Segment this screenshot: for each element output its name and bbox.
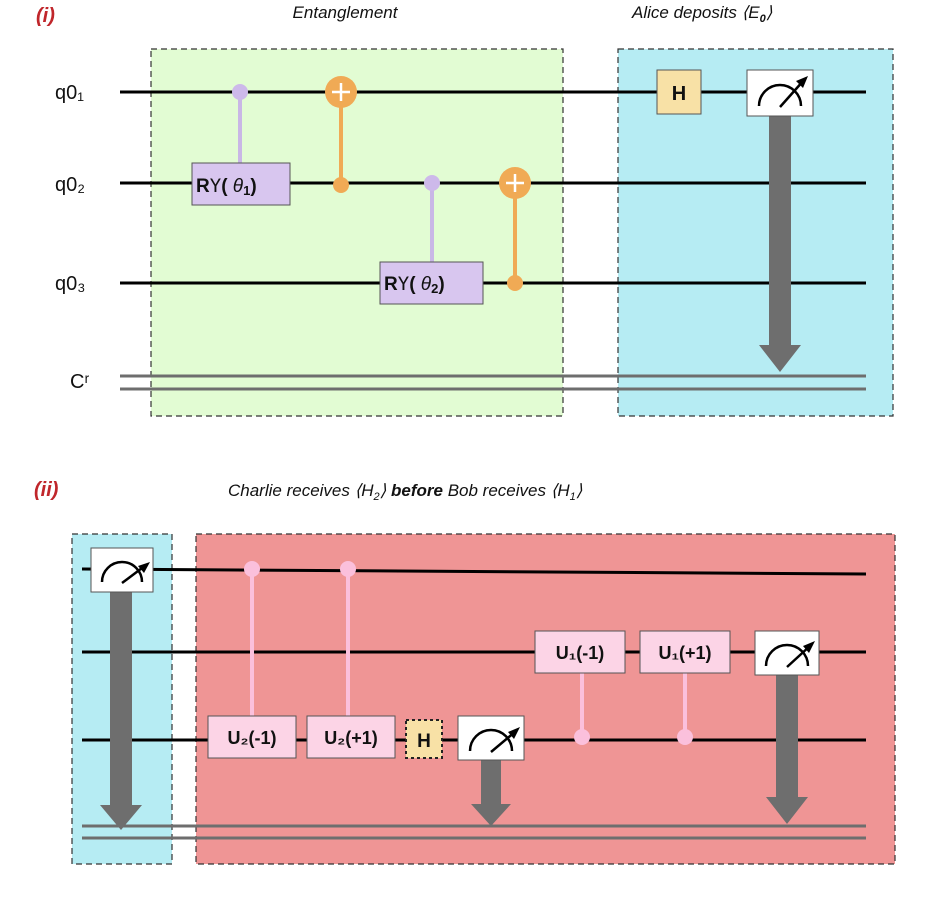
alice-h-gate[interactable] — [656, 69, 702, 115]
u1-plus-control-dot — [677, 729, 693, 745]
alice-h-gate-label: H — [672, 83, 686, 105]
alice-measure-arrow-shaft — [769, 108, 791, 348]
charlie-h-gate-label: H — [417, 731, 431, 752]
qubit-label-2: q0₂ — [55, 174, 85, 196]
u1-minus-label: U₁(-1) — [556, 643, 604, 663]
measure-ii-arrow-shaft — [110, 590, 132, 808]
meter-icon — [764, 641, 815, 668]
alice-measurement[interactable] — [746, 69, 814, 117]
u1-minus-control-dot — [574, 729, 590, 745]
u1-plus-gate[interactable] — [639, 630, 731, 674]
measurement-ii-2[interactable] — [457, 715, 525, 761]
measurement-ii-3[interactable] — [754, 630, 820, 676]
u2-minus-label: U₂(-1) — [228, 728, 277, 748]
measure-ii-arrow-head — [100, 805, 142, 830]
alice-caption: Alice deposits ⟨E0⟩ — [631, 3, 773, 25]
u2-minus-gate[interactable] — [207, 715, 297, 759]
u2-minus-control-dot — [244, 561, 260, 577]
measure-ii-2-arrow-head — [471, 804, 511, 826]
measure-ii-3-arrow-head — [766, 797, 808, 824]
cnot2-control-dot — [507, 275, 523, 291]
cnot1-control-dot — [333, 177, 349, 193]
meter-icon — [757, 76, 808, 108]
panel-ii-caption: Charlie receives ⟨H2⟩ before Bob receive… — [228, 481, 583, 503]
u2-plus-gate[interactable] — [306, 715, 396, 759]
alice-measure-arrow-head — [759, 345, 801, 372]
qubit-wire-ii-1 — [81, 567, 867, 576]
charlie-h-gate[interactable] — [405, 719, 443, 759]
ry2-gate-label: RY( θ2) — [384, 273, 445, 296]
u1-minus-gate[interactable] — [534, 630, 626, 674]
classical-label: Cʳ — [70, 371, 89, 393]
entanglement-region — [150, 48, 564, 417]
entanglement-caption: Entanglement — [293, 3, 399, 22]
u1-plus-label: U₁(+1) — [659, 643, 712, 663]
ry2-control-dot — [424, 175, 440, 191]
ry2-gate[interactable] — [379, 261, 484, 305]
u2-plus-control-dot — [340, 561, 356, 577]
ry1-control-dot — [232, 84, 248, 100]
panel-ii-label: (ii) — [34, 479, 59, 501]
meter-icon — [100, 560, 150, 584]
ry1-gate[interactable] — [191, 162, 291, 206]
u2-plus-label: U₂(+1) — [324, 728, 378, 748]
meter-icon — [468, 727, 520, 753]
qubit-label-3: q0₃ — [55, 273, 85, 295]
panel-i-label: (i) — [36, 5, 55, 27]
measure-ii-3-arrow-shaft — [776, 672, 798, 800]
ry1-gate-label: RY( θ1) — [196, 175, 257, 198]
measure-ii-2-arrow-shaft — [481, 758, 501, 808]
qubit-label-1: q0₁ — [55, 82, 84, 104]
